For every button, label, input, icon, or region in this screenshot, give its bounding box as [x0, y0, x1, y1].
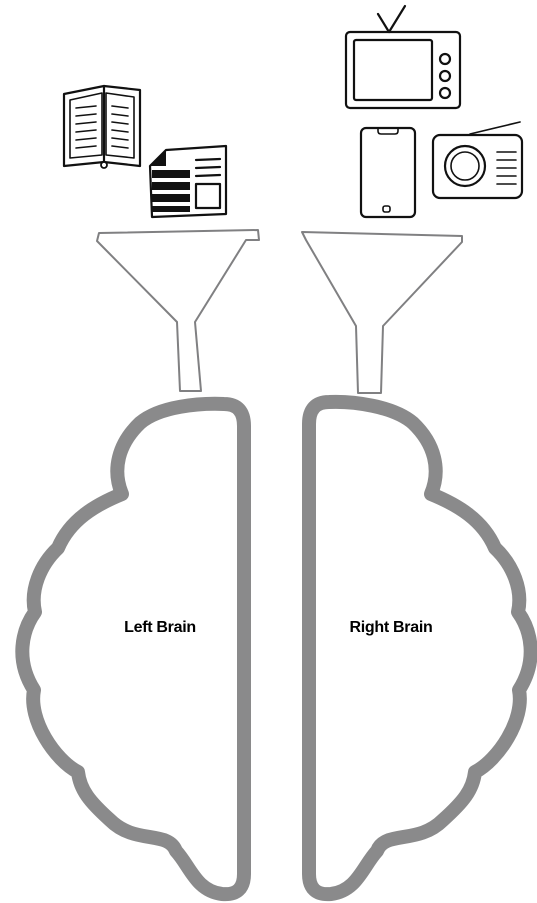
right-funnel: [302, 232, 462, 393]
newspaper-icon: [150, 146, 226, 217]
right-brain-label: Right Brain: [350, 619, 433, 636]
left-funnel: [97, 230, 259, 391]
smartphone-icon: [361, 128, 415, 217]
book-icon: [64, 86, 140, 168]
radio-icon: [433, 122, 522, 198]
left-brain-outline: [22, 404, 244, 894]
left-brain-label: Left Brain: [124, 619, 196, 636]
television-icon: [346, 6, 460, 108]
right-brain-outline: [309, 402, 531, 894]
